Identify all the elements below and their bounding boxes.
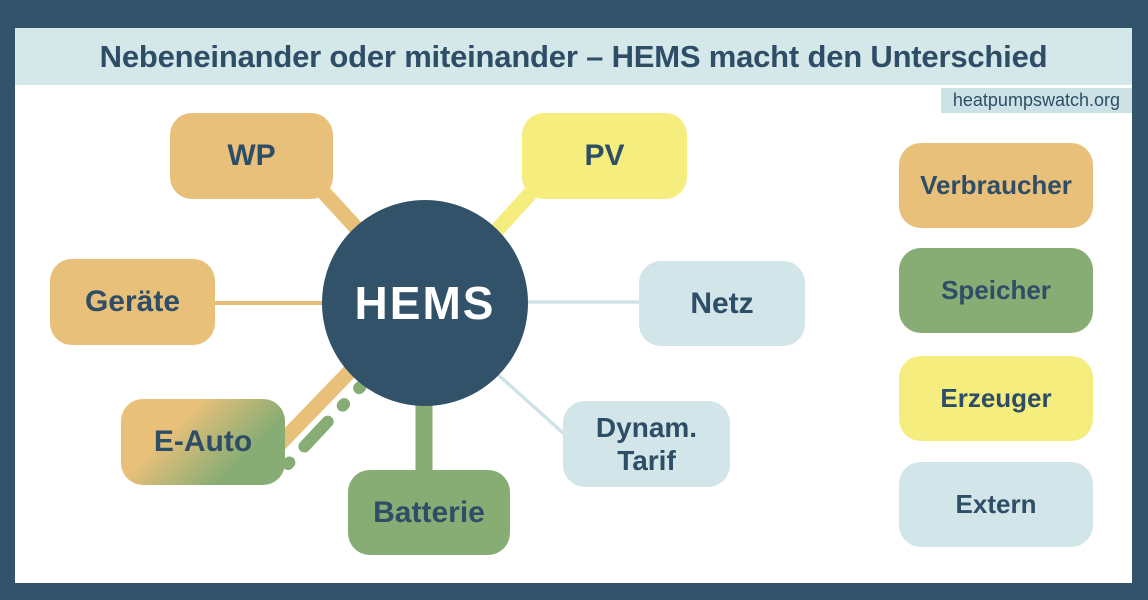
node-wp-label: WP	[227, 139, 276, 172]
node-e-auto: E-Auto	[121, 399, 285, 485]
title-bar: Nebeneinander oder miteinander – HEMS ma…	[15, 28, 1132, 85]
node-geraete: Geräte	[50, 259, 215, 345]
node-batterie-label: Batterie	[373, 495, 485, 529]
legend-item-speicher: Speicher	[899, 248, 1093, 333]
node-dynam-tarif-label-line1: Dynam.	[595, 411, 698, 443]
legend-extern-label: Extern	[955, 489, 1037, 519]
node-pv: PV	[522, 113, 687, 199]
watermark-badge: heatpumpswatch.org	[940, 88, 1132, 113]
connector-hems-eauto-solid	[266, 359, 362, 458]
hems-center-label: HEMS	[354, 277, 496, 329]
legend-erzeuger-label: Erzeuger	[940, 383, 1052, 413]
legend-item-extern: Extern	[899, 462, 1093, 547]
node-batterie: Batterie	[348, 470, 510, 555]
legend-verbraucher-label: Verbraucher	[920, 170, 1072, 200]
page-title: Nebeneinander oder miteinander – HEMS ma…	[99, 38, 1048, 74]
node-geraete-label: Geräte	[84, 285, 181, 318]
node-pv-label: PV	[584, 139, 625, 172]
connector-hems-eauto-dashed	[282, 378, 369, 470]
connector-hems-dynam-tarif	[492, 369, 574, 443]
legend-item-erzeuger: Erzeuger	[899, 356, 1093, 441]
node-netz: Netz	[639, 261, 805, 346]
node-dynam-tarif: Dynam. Tarif	[563, 401, 730, 487]
node-e-auto-label: E-Auto	[153, 425, 253, 458]
legend-speicher-label: Speicher	[941, 275, 1051, 305]
hems-center-node: HEMS	[322, 200, 528, 406]
legend-item-verbraucher: Verbraucher	[899, 143, 1093, 228]
node-dynam-tarif-label-line2: Tarif	[617, 445, 676, 476]
node-wp: WP	[170, 113, 333, 199]
node-netz-label: Netz	[690, 286, 754, 320]
